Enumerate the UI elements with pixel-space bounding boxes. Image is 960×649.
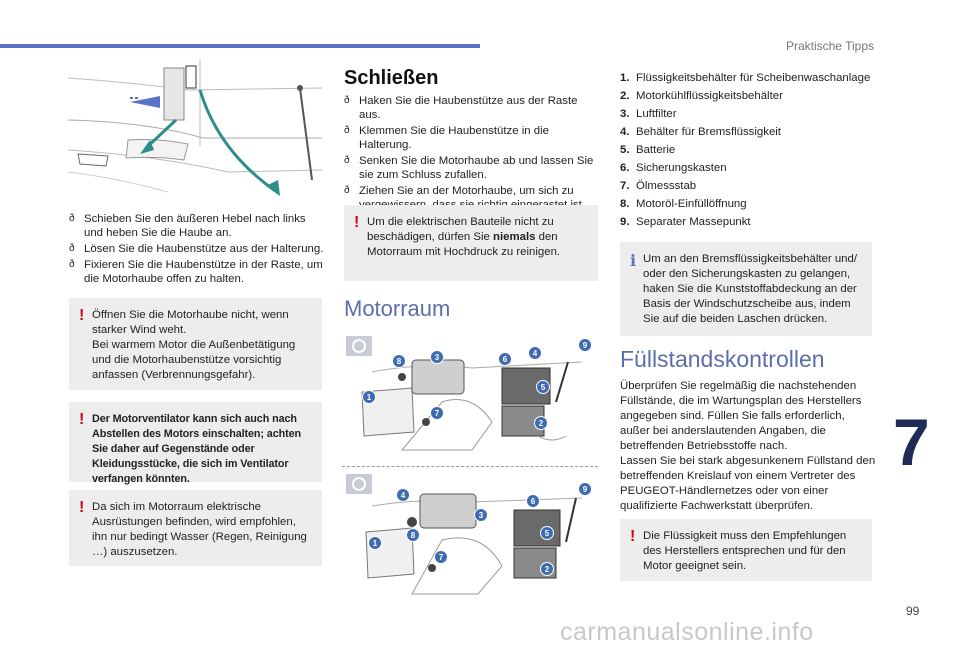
engine-diagram-bottom: 4 6 9 3 8 5 1 7 2 bbox=[342, 470, 598, 606]
section-title: Praktische Tipps bbox=[785, 39, 874, 53]
callout-3: 3 bbox=[474, 508, 488, 522]
heading-schliessen: Schließen bbox=[344, 67, 439, 89]
warning-box-wind: ! Öffnen Sie die Motorhaube nicht, wenn … bbox=[69, 298, 322, 390]
list-item: 4.Behälter für Bremsflüssigkeit bbox=[620, 126, 781, 138]
callout-5: 5 bbox=[536, 380, 550, 394]
component-list: 1.Flüssigkeitsbehälter für Scheibenwasch… bbox=[620, 71, 876, 233]
levels-paragraph: Überprüfen Sie regelmäßig die nachstehen… bbox=[620, 380, 876, 512]
callout-1: 1 bbox=[368, 536, 382, 550]
list-item: 1.Flüssigkeitsbehälter für Scheibenwasch… bbox=[620, 72, 871, 84]
chapter-number: 7 bbox=[893, 405, 930, 479]
list-item: 3.Luftfilter bbox=[620, 108, 677, 120]
list-item: 8.Motoröl-Einfüllöffnung bbox=[620, 198, 747, 210]
middle-bullet-list: Haken Sie die Haubenstütze aus der Raste… bbox=[344, 94, 602, 214]
callout-9: 9 bbox=[578, 482, 592, 496]
callout-8: 8 bbox=[392, 354, 406, 368]
callout-2: 2 bbox=[534, 416, 548, 430]
callout-3: 3 bbox=[430, 350, 444, 364]
callout-6: 6 bbox=[526, 494, 540, 508]
watermark: carmanualsonline.info bbox=[560, 618, 814, 646]
list-item: Schieben Sie den äußeren Hebel nach link… bbox=[69, 212, 324, 240]
callout-7: 7 bbox=[434, 550, 448, 564]
info-box-access: i Um an den Bremsflüssigkeitsbehälter un… bbox=[620, 242, 872, 336]
warning-box-fluid: ! Die Flüssigkeit muss den Empfehlungen … bbox=[620, 519, 872, 581]
bonnet-drawing bbox=[67, 60, 323, 196]
warning-icon: ! bbox=[79, 499, 85, 516]
list-item: 9.Separater Massepunkt bbox=[620, 216, 751, 228]
engine-diagram-top: 9 8 3 6 4 5 1 7 2 bbox=[342, 332, 598, 462]
callout-7: 7 bbox=[430, 406, 444, 420]
info-text: Um an den Bremsflüssigkeitsbehälter und/… bbox=[643, 253, 857, 325]
callout-2: 2 bbox=[540, 562, 554, 576]
warning-box-water: ! Da sich im Motorraum elektrische Ausrü… bbox=[69, 490, 322, 566]
heading-motorraum: Motorraum bbox=[344, 296, 451, 321]
page-number: 99 bbox=[906, 604, 920, 618]
callout-1: 1 bbox=[362, 390, 376, 404]
warning-icon: ! bbox=[79, 307, 85, 324]
engine-drawing-top bbox=[342, 332, 598, 462]
list-item: Lösen Sie die Haubenstütze aus der Halte… bbox=[69, 242, 324, 256]
warning-icon: ! bbox=[354, 214, 360, 231]
list-item: Klemmen Sie die Haubenstütze in die Halt… bbox=[344, 124, 602, 152]
warning-icon: ! bbox=[79, 411, 85, 428]
warning-text: Öffnen Sie die Motorhaube nicht, wenn st… bbox=[92, 309, 296, 381]
diagram-divider bbox=[342, 466, 598, 467]
callout-5: 5 bbox=[540, 526, 554, 540]
warning-box-pressure: ! Um die elektrischen Bauteile nicht zu … bbox=[344, 205, 598, 281]
warning-text: Um die elektrischen Bauteile nicht zu be… bbox=[367, 216, 561, 258]
info-icon: i bbox=[630, 251, 637, 270]
list-item: 6.Sicherungskasten bbox=[620, 162, 727, 174]
list-item: Haken Sie die Haubenstütze aus der Raste… bbox=[344, 94, 602, 122]
warning-text: Da sich im Motorraum elektrische Ausrüst… bbox=[92, 501, 307, 558]
warning-text: Der Motorventilator kann sich auch nach … bbox=[92, 413, 301, 485]
callout-8: 8 bbox=[406, 528, 420, 542]
list-item: Fixieren Sie die Haubenstütze in der Ras… bbox=[69, 258, 324, 286]
warning-text: Die Flüssigkeit muss den Empfehlungen de… bbox=[643, 530, 847, 572]
heading-fuellstandskontrollen: Füllstandskontrollen bbox=[620, 346, 825, 372]
bonnet-illustration bbox=[67, 60, 323, 198]
header-bar bbox=[0, 44, 480, 48]
callout-9: 9 bbox=[578, 338, 592, 352]
list-item: Senken Sie die Motorhaube ab und lassen … bbox=[344, 154, 602, 182]
callout-4: 4 bbox=[528, 346, 542, 360]
callout-6: 6 bbox=[498, 352, 512, 366]
list-item: 5.Batterie bbox=[620, 144, 676, 156]
list-item: 7.Ölmessstab bbox=[620, 180, 697, 192]
warning-icon: ! bbox=[630, 528, 636, 545]
list-item: 2.Motorkühlflüssigkeitsbehälter bbox=[620, 90, 783, 102]
left-bullet-list: Schieben Sie den äußeren Hebel nach link… bbox=[69, 212, 324, 288]
callout-4: 4 bbox=[396, 488, 410, 502]
warning-box-fan: ! Der Motorventilator kann sich auch nac… bbox=[69, 402, 322, 485]
